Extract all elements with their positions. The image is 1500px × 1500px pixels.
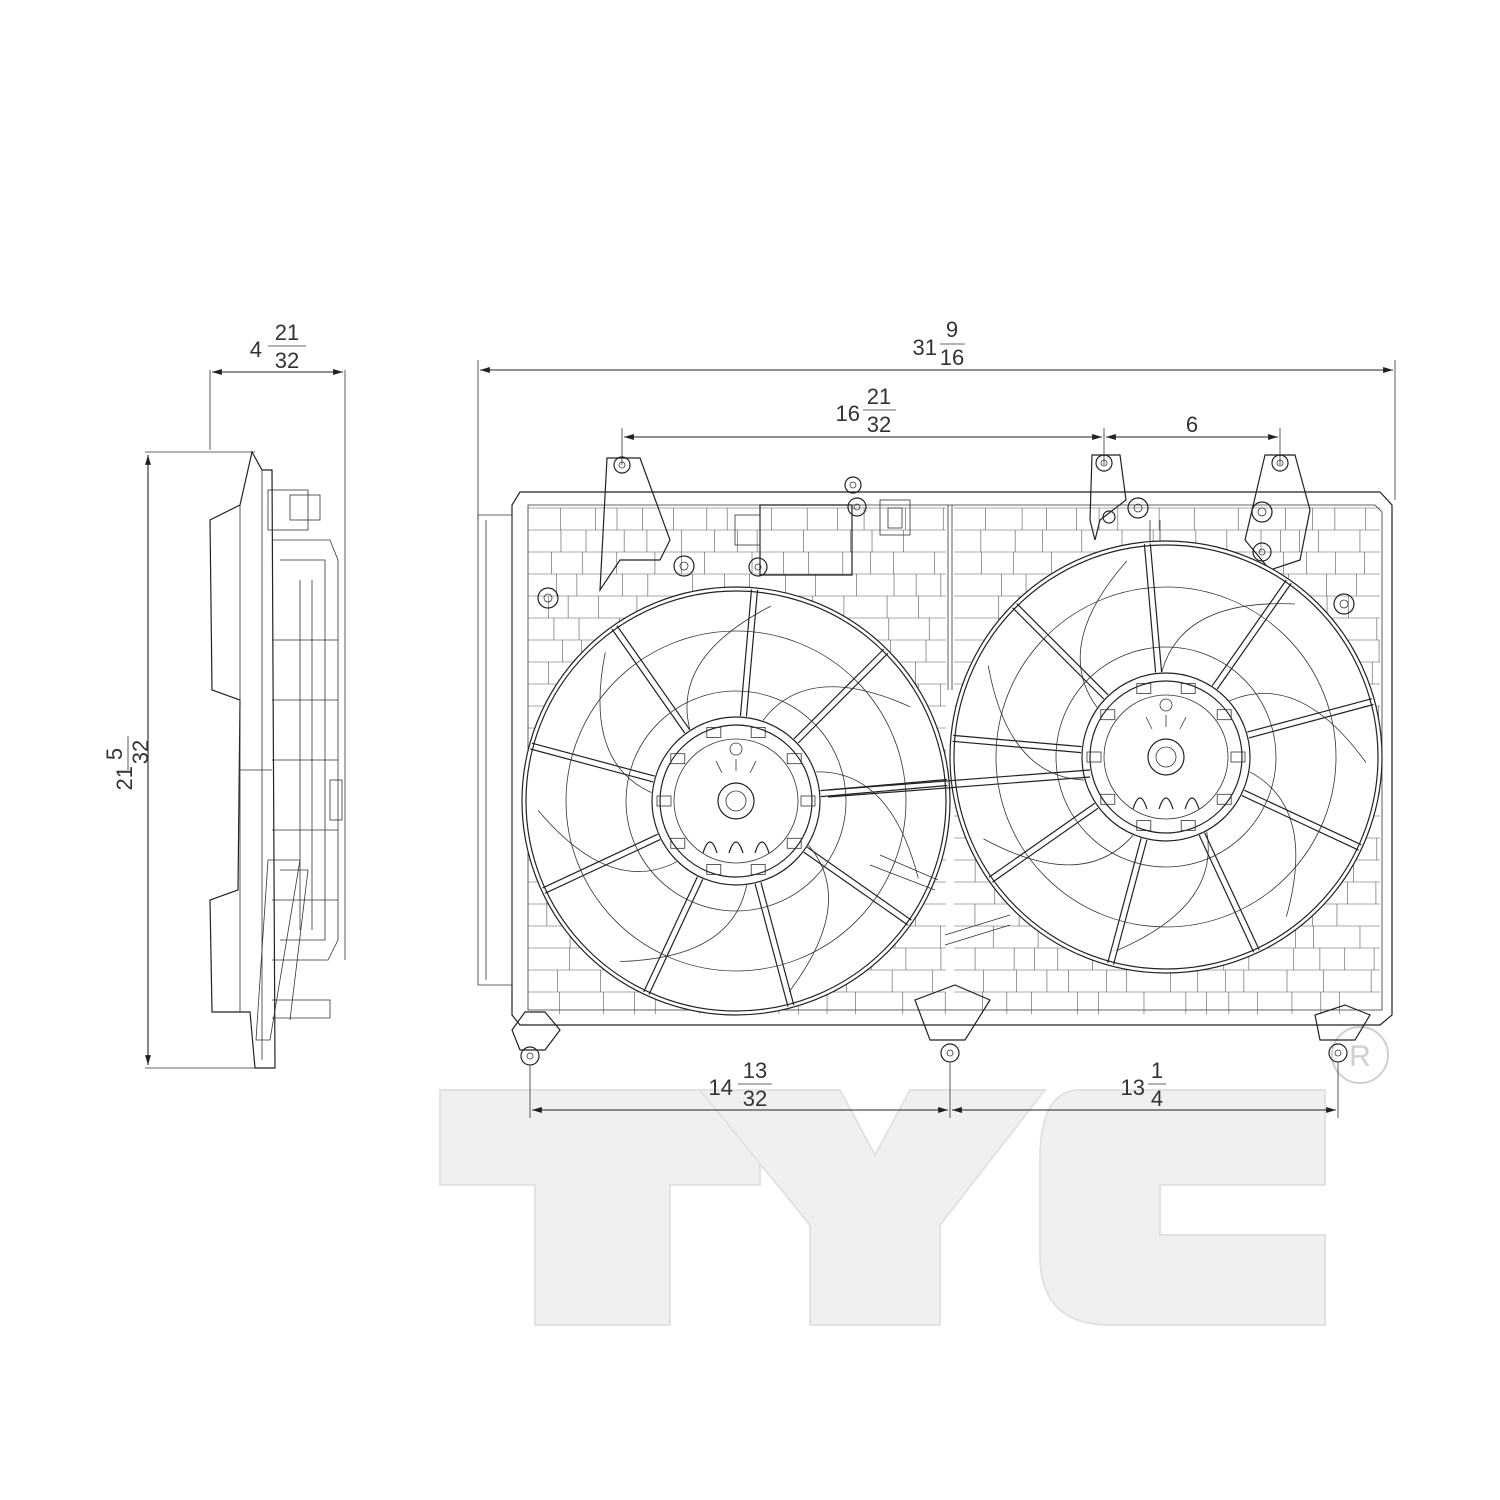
mount-bracket-bottom-right	[1314, 1004, 1371, 1041]
overall-height-dimension-label: 21 5 32	[102, 736, 153, 790]
svg-text:13: 13	[1121, 1075, 1145, 1100]
side-view: 4 21 32 21 5 32	[102, 320, 346, 1069]
svg-text:13: 13	[743, 1058, 767, 1083]
left-fan-to-mount-dimension-label: 16 21 32	[836, 384, 896, 437]
svg-text:16: 16	[836, 401, 860, 426]
svg-text:21: 21	[275, 320, 299, 345]
svg-text:32: 32	[743, 1086, 767, 1111]
registered-mark-letter: R	[1349, 1040, 1371, 1073]
bottom-right-span-dimension-label: 13 1 4	[1121, 1058, 1166, 1111]
svg-text:31: 31	[913, 335, 937, 360]
mount-bracket-bottom-middle	[914, 984, 991, 1041]
mount-bracket-top-left	[599, 457, 671, 593]
harness-clip	[879, 499, 911, 536]
svg-text:21: 21	[112, 766, 137, 790]
bottom-left-span-dimension-label: 14 13 32	[709, 1058, 772, 1111]
svg-text:14: 14	[709, 1075, 733, 1100]
mount-bracket-bottom-left	[511, 1011, 561, 1051]
svg-text:5: 5	[102, 748, 127, 760]
svg-text:21: 21	[867, 384, 891, 409]
fan-left	[521, 586, 951, 1016]
side-depth-dimension-label: 4 21 32	[250, 320, 306, 373]
resistor-module	[759, 504, 853, 576]
mount-bracket-top-right	[1244, 454, 1311, 571]
svg-text:4: 4	[250, 337, 262, 362]
svg-text:9: 9	[946, 317, 958, 342]
svg-text:1: 1	[1151, 1058, 1163, 1083]
overall-width-dimension-label: 31 9 16	[913, 317, 965, 370]
svg-text:32: 32	[128, 740, 153, 764]
svg-text:32: 32	[867, 412, 891, 437]
tyc-watermark-logo: R	[439, 1026, 1389, 1326]
svg-text:16: 16	[940, 345, 964, 370]
bottom-dimensions: 14 13 32 13 1 4	[529, 1058, 1339, 1118]
top-dimensions: 31 9 16 16 21 32 6	[477, 317, 1396, 520]
mount-bracket-top-middle	[1089, 454, 1127, 541]
right-mount-spacing-dimension-label: 6	[1186, 412, 1198, 437]
fan-right	[949, 540, 1383, 974]
registered-mark-icon	[1331, 1026, 1389, 1084]
svg-text:32: 32	[275, 348, 299, 373]
front-view	[477, 454, 1393, 1066]
svg-text:4: 4	[1151, 1086, 1163, 1111]
